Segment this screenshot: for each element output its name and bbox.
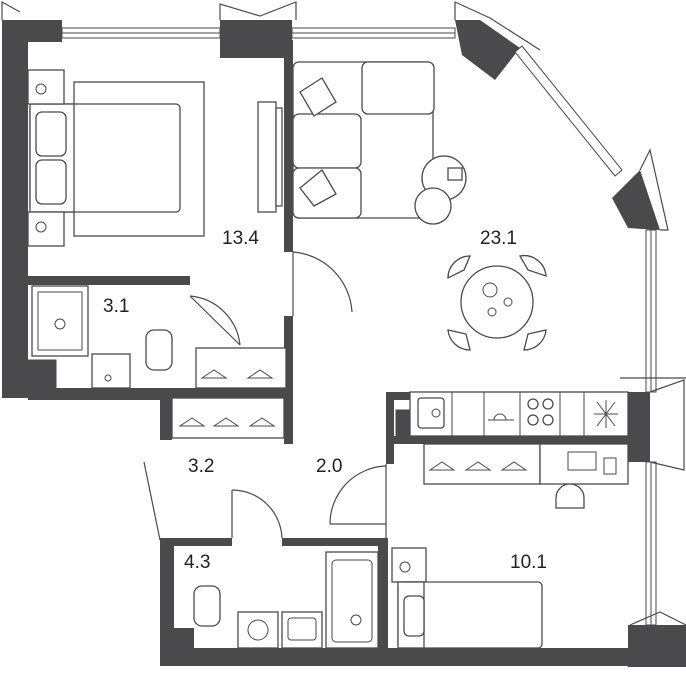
wall-corner-pillar-right: [612, 170, 660, 230]
wall-bath-lower-top-a: [160, 538, 232, 546]
room-area-bathroom-upper: 3.1: [103, 296, 130, 317]
chair-icon: [518, 254, 547, 277]
toilet-icon: [145, 329, 173, 371]
wall-top-pillar: [220, 20, 292, 58]
dining-table-icon: [460, 265, 534, 339]
door-bath-lower: [231, 489, 283, 539]
wardrobe-small-icon: [423, 443, 541, 485]
chair-icon: [447, 329, 471, 351]
door-bedroom-small: [329, 465, 387, 525]
washbasin-icon: [91, 353, 131, 389]
cushion-icon: [299, 77, 337, 117]
wall-bath-divider: [378, 538, 388, 648]
room-area-living-kitchen: 23.1: [480, 228, 517, 249]
tv-icon: [275, 107, 283, 207]
hanger-icon: [212, 417, 240, 427]
hanger-icon: [428, 461, 456, 471]
tv-stand-icon: [257, 101, 277, 213]
kitchen-furniture: [409, 391, 629, 437]
wall-bath-lower-top-b: [282, 538, 386, 546]
door-bedroom: [292, 251, 353, 313]
living-furniture: [292, 61, 547, 351]
bathroom-lower-furniture: [193, 551, 379, 649]
wall-top-left: [2, 20, 62, 42]
hanger-icon: [464, 461, 492, 471]
wall-pillar-kitchen: [395, 409, 411, 437]
pillow-icon: [35, 159, 67, 205]
desk-icon: [539, 443, 629, 485]
washing-machine-icon: [237, 611, 279, 649]
closet-icon: [171, 397, 285, 439]
dishes-icon: [488, 413, 514, 421]
doors: [143, 251, 387, 541]
room-area-corridor: 2.0: [316, 456, 343, 477]
bathroom-upper-furniture: [31, 285, 287, 389]
toilet-icon: [193, 585, 221, 627]
laptop-icon: [567, 451, 597, 471]
hanger-icon: [200, 369, 228, 379]
wall-right-kitchen: [628, 392, 650, 462]
windows: [1, 0, 686, 626]
wall-bath-lower-left: [160, 538, 174, 666]
wall-bath-living: [284, 316, 293, 444]
hanger-icon: [500, 461, 528, 471]
wall-corner-pillar-top: [455, 20, 520, 80]
hallway-furniture: [171, 397, 285, 439]
wall-bedroom-living: [284, 40, 293, 252]
kitchen-sink-icon: [417, 397, 445, 429]
room-area-hallway: 3.2: [188, 456, 215, 477]
pillow-icon: [35, 111, 67, 157]
door-bath-upper: [189, 295, 241, 346]
wall-kitchen-left: [386, 392, 394, 464]
shower-icon: [31, 285, 89, 357]
bathtub-icon: [325, 551, 379, 649]
wall-pillar-bath: [174, 628, 194, 648]
cushion-icon: [299, 169, 337, 207]
phone-icon: [603, 457, 617, 475]
wall-bottom: [160, 648, 630, 666]
wall-closet-left: [160, 388, 172, 440]
pillow-icon: [403, 595, 425, 637]
hob-icon: [527, 398, 539, 410]
wall-left-outer: [2, 20, 28, 398]
wall-pillar-small: [25, 359, 57, 397]
room-area-bedroom-main: 13.4: [222, 228, 259, 249]
pouf-icon: [414, 187, 452, 225]
room-area-bedroom-small: 10.1: [510, 552, 547, 573]
fridge-icon: [594, 400, 618, 428]
desk-chair-icon: [555, 483, 585, 509]
bedroom-small-furniture: [391, 443, 629, 649]
kitchen-counter: [409, 391, 629, 437]
wall-kitchen-bottom: [386, 436, 628, 444]
nightstand-icon: [27, 69, 65, 105]
wardrobe-icon: [195, 347, 287, 389]
wall-bedroom-bath: [28, 276, 190, 285]
nightstand-icon: [391, 547, 427, 583]
wall-bottom-right: [628, 625, 686, 667]
window-living-diagonal: [514, 45, 623, 177]
hanger-icon: [246, 369, 274, 379]
hanger-icon: [248, 417, 276, 427]
room-area-bathroom-lower: 4.3: [184, 552, 211, 573]
hanger-icon: [178, 417, 206, 427]
lamp-icon: [447, 167, 463, 181]
washbasin-icon: [281, 611, 323, 649]
bedroom-furniture: [27, 69, 283, 247]
chair-icon: [523, 329, 547, 351]
door-entrance: [143, 461, 161, 541]
chair-icon: [447, 255, 471, 280]
